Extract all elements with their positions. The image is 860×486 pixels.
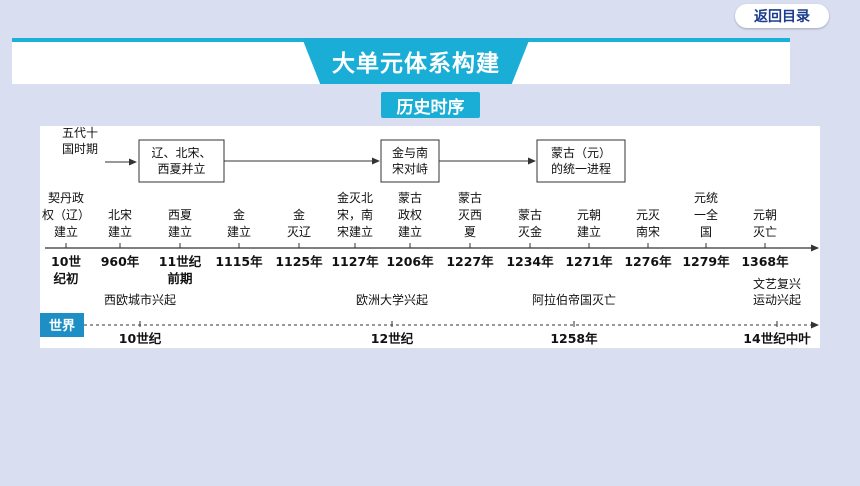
china-date-label: 纪初: [53, 271, 78, 286]
world-label-bg: [40, 313, 84, 337]
china-event-label: 元灭: [636, 208, 660, 222]
flow-start-label: 五代十: [62, 126, 98, 140]
world-event-label: 阿拉伯帝国灭亡: [532, 292, 616, 307]
china-event-label: 政权: [398, 208, 422, 222]
china-event-label: 元朝: [753, 208, 777, 222]
china-event-label: 契丹政: [48, 191, 84, 205]
flow-start-label: 国时期: [62, 142, 98, 156]
flow-box: [138, 139, 225, 183]
china-event-label: 灭辽: [287, 225, 311, 239]
china-event-label: 建立: [54, 224, 78, 239]
china-event-label: 蒙古: [398, 190, 422, 205]
flow-box-label: 的统一进程: [551, 161, 611, 176]
flow-box-label: 西夏并立: [157, 161, 205, 176]
china-event-label: 蒙古: [518, 207, 542, 222]
china-event-label: 灭亡: [753, 225, 777, 239]
china-event-label: 建立: [227, 224, 251, 239]
china-date-label: 1127年: [331, 254, 379, 269]
world-label: 世界: [49, 318, 75, 334]
china-date-label: 1276年: [624, 254, 672, 269]
china-event-label: 金: [293, 207, 305, 222]
china-event-label: 南宋: [636, 224, 660, 239]
flow-box: [380, 139, 440, 183]
china-event-label: 宋，南: [337, 207, 373, 222]
china-date-label: 1115年: [215, 254, 263, 269]
world-date-label: 14世纪中叶: [743, 331, 811, 346]
flow-box: [536, 139, 626, 183]
world-event-label: 欧洲大学兴起: [356, 292, 428, 307]
china-event-label: 蒙古: [458, 190, 482, 205]
world-event-label: 西欧城市兴起: [104, 292, 176, 307]
china-date-label: 1368年: [741, 254, 789, 269]
section-subtitle: 历史时序: [381, 92, 480, 118]
flow-box-label: 宋对峙: [392, 161, 428, 176]
china-date-label: 1125年: [275, 254, 323, 269]
china-date-label: 1206年: [386, 254, 434, 269]
flow-box-label: 金与南: [392, 145, 428, 160]
china-date-label: 前期: [167, 271, 192, 286]
world-date-label: 10世纪: [119, 331, 162, 346]
flow-box-label: 辽、北宋、: [151, 145, 211, 160]
world-event-label: 运动兴起: [753, 293, 801, 307]
world-date-label: 12世纪: [371, 331, 414, 346]
china-date-label: 960年: [101, 254, 140, 269]
china-event-label: 建立: [168, 224, 192, 239]
china-event-label: 西夏: [168, 208, 192, 222]
china-event-label: 建立: [398, 224, 422, 239]
china-event-label: 一全: [694, 207, 718, 222]
china-date-label: 11世纪: [159, 254, 202, 269]
page-title: 大单元体系构建: [332, 51, 500, 77]
china-event-label: 元朝: [577, 208, 601, 222]
world-event-label: 文艺复兴: [753, 276, 801, 291]
china-event-label: 建立: [108, 224, 132, 239]
china-event-label: 灭金: [518, 224, 542, 239]
china-event-label: 宋建立: [337, 224, 373, 239]
china-event-label: 灭西: [458, 208, 482, 222]
title-tab: [302, 38, 530, 84]
title-band: 大单元体系构建: [12, 38, 790, 84]
china-date-label: 1271年: [565, 254, 613, 269]
china-date-label: 1279年: [682, 254, 730, 269]
china-date-label: 1234年: [506, 254, 554, 269]
china-event-label: 夏: [464, 225, 476, 239]
back-to-contents-button[interactable]: 返回目录: [735, 4, 829, 28]
world-date-label: 1258年: [550, 331, 598, 346]
timeline-panel: 五代十国时期 辽、北宋、西夏并立 金与南宋对峙 蒙古（元）的统一进程 契丹政权（辽） 建…: [40, 126, 820, 348]
china-event-label: 北宋: [108, 207, 132, 222]
china-event-label: 权（辽）: [42, 208, 90, 222]
china-date-label: 10世: [51, 254, 81, 269]
flow-box-label: 蒙古（元）: [551, 145, 611, 160]
china-date-label: 1227年: [446, 254, 494, 269]
china-event-label: 金: [233, 207, 245, 222]
china-event-label: 建立: [577, 224, 601, 239]
china-event-label: 金灭北: [337, 190, 373, 205]
china-event-label: 元统: [694, 191, 718, 205]
china-event-label: 国: [700, 225, 712, 239]
